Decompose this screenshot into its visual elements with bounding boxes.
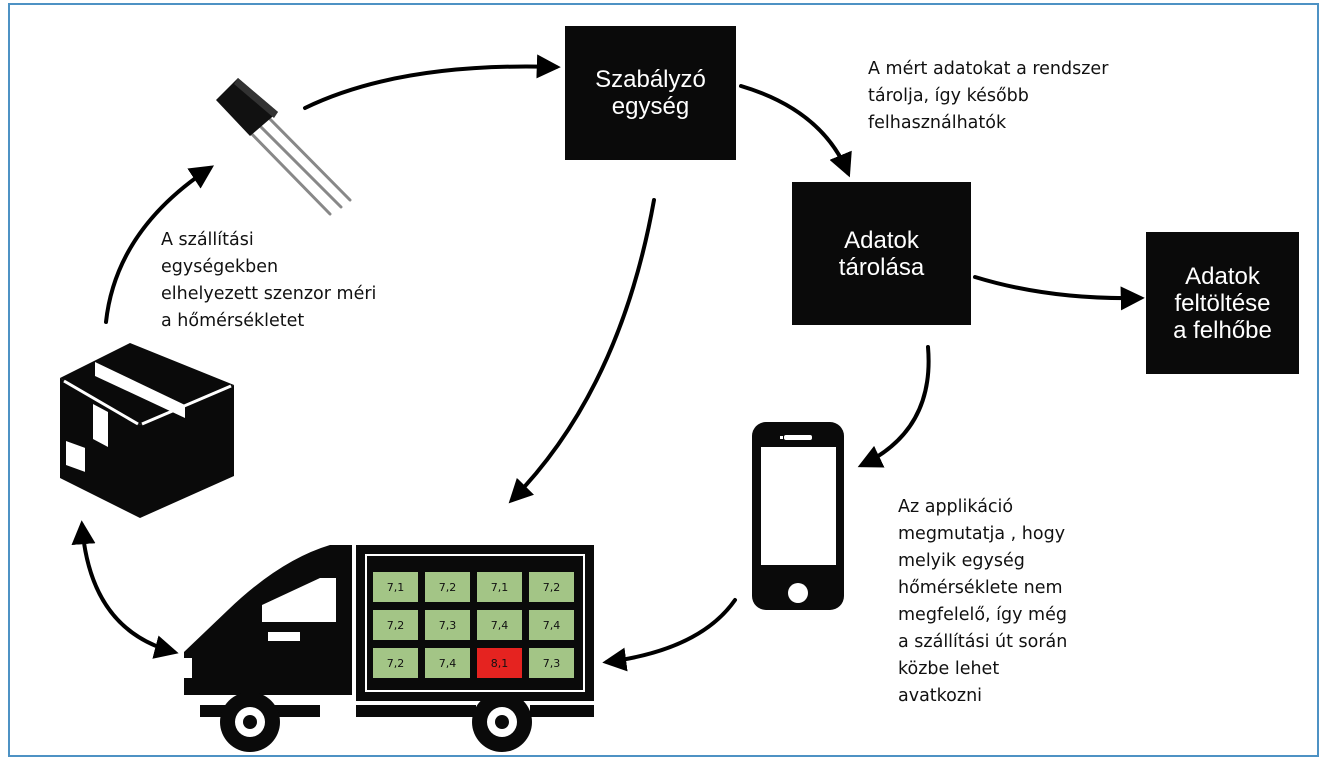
temperature-value: 8,1 bbox=[491, 657, 509, 670]
temperature-cell-alert bbox=[477, 648, 522, 678]
temperature-grid: 7,1 7,2 7,1 7,2 7,2 7,3 7,4 7,4 7,2 7,4 8,1 7,3 bbox=[373, 572, 574, 678]
arrow-box-truck-bidirectional bbox=[71, 520, 179, 659]
data-storage-label: Adatok tárolása bbox=[838, 226, 925, 281]
temperature-cell bbox=[477, 572, 522, 602]
data-storage-box: Adatok tárolása bbox=[792, 182, 971, 325]
temperature-value: 7,2 bbox=[543, 581, 561, 594]
temperature-value: 7,3 bbox=[439, 619, 457, 632]
temperature-cell bbox=[529, 572, 574, 602]
arrow-phone-to-truck bbox=[602, 598, 737, 672]
temperature-value: 7,1 bbox=[387, 581, 405, 594]
regulator-unit-label: Szabályzó egység bbox=[595, 66, 706, 120]
box-icon bbox=[60, 343, 234, 518]
temperature-cell bbox=[373, 610, 418, 640]
temperature-cell bbox=[425, 610, 470, 640]
regulator-unit-box: Szabályzó egység bbox=[565, 26, 736, 160]
arrow-regulator-to-storage bbox=[739, 84, 852, 178]
arrow-storage-to-upload bbox=[973, 275, 1145, 311]
arrow-regulator-to-truck bbox=[508, 198, 656, 504]
temperature-cell bbox=[529, 648, 574, 678]
diagram-frame bbox=[8, 3, 1319, 757]
storage-note: A mért adatokat a rendszer tárolja, így … bbox=[868, 59, 1109, 133]
sensor-icon bbox=[216, 78, 352, 216]
temperature-value: 7,2 bbox=[387, 657, 405, 670]
temperature-value: 7,2 bbox=[387, 619, 405, 632]
temperature-cell bbox=[425, 572, 470, 602]
arrow-storage-to-phone bbox=[857, 345, 931, 468]
arrow-sensor-to-regulator bbox=[303, 54, 561, 110]
app-note: Az applikáció megmutatja , hogy melyik e… bbox=[898, 497, 1068, 706]
sensor-note: A szállítási egységekben elhelyezett sze… bbox=[161, 230, 377, 331]
arrow-box-to-sensor bbox=[104, 165, 215, 324]
temperature-value: 7,1 bbox=[491, 581, 509, 594]
temperature-value: 7,4 bbox=[491, 619, 509, 632]
truck-icon: 7,1 7,2 7,1 7,2 7,2 7,3 7,4 7,4 7,2 7,4 8,1 7,3 bbox=[178, 545, 594, 752]
temperature-value: 7,3 bbox=[543, 657, 561, 670]
cloud-upload-label: Adatok feltöltése a felhőbe bbox=[1173, 262, 1272, 344]
temperature-cell bbox=[425, 648, 470, 678]
temperature-cell bbox=[373, 572, 418, 602]
temperature-value: 7,4 bbox=[543, 619, 561, 632]
temperature-cell bbox=[477, 610, 522, 640]
temperature-cell bbox=[529, 610, 574, 640]
temperature-value: 7,4 bbox=[439, 657, 457, 670]
temperature-cell bbox=[373, 648, 418, 678]
smartphone-icon bbox=[752, 422, 844, 610]
cloud-upload-box: Adatok feltöltése a felhőbe bbox=[1146, 232, 1299, 374]
temperature-value: 7,2 bbox=[439, 581, 457, 594]
